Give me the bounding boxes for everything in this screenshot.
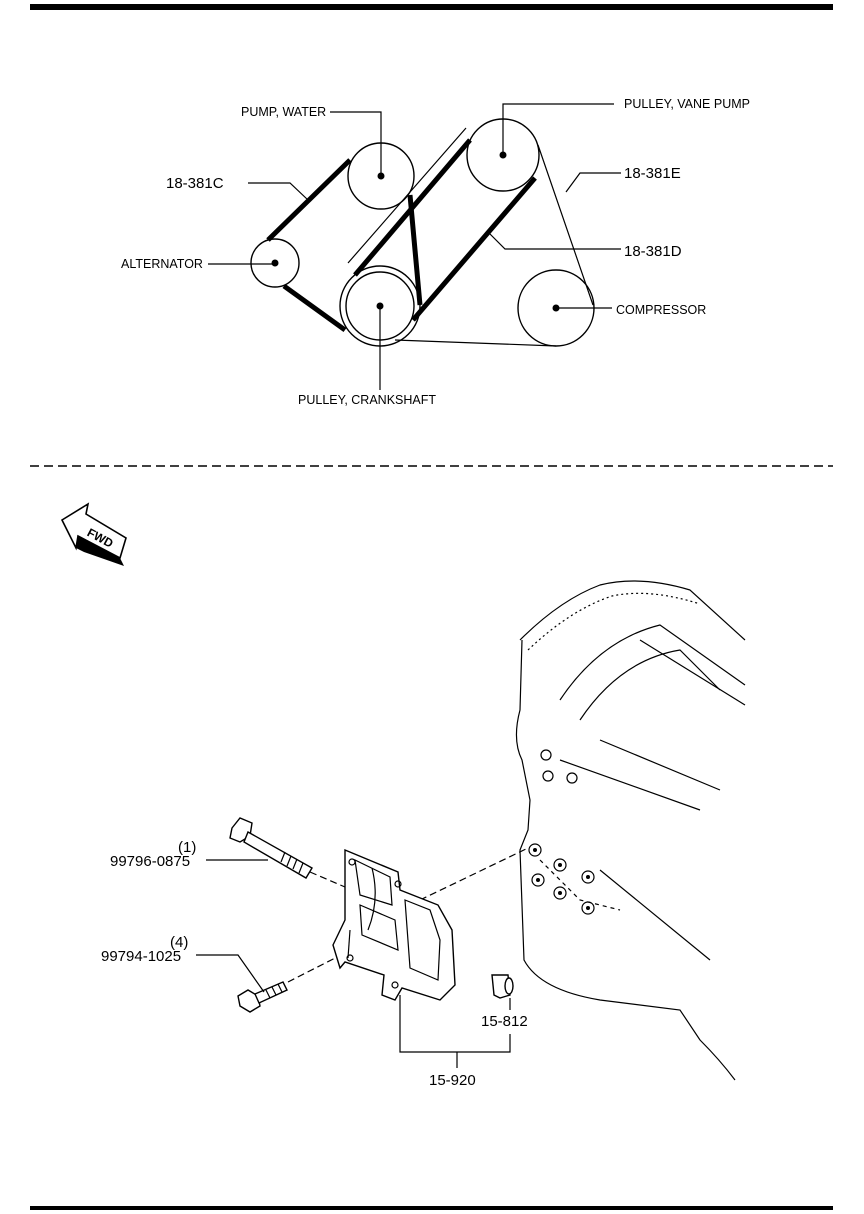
label-bolt-1-index: (1) bbox=[178, 839, 196, 856]
label-belt-18-381e: 18-381E bbox=[624, 165, 681, 182]
label-bolt-4-part-number: 99794-1025 bbox=[101, 948, 181, 965]
belt-18-381e bbox=[347, 127, 594, 347]
label-pump-water: PUMP, WATER bbox=[241, 105, 326, 119]
label-alternator: ALTERNATOR bbox=[121, 257, 203, 271]
engine-mount-holes bbox=[528, 843, 595, 915]
belt-routing-diagram: PUMP, WATER PULLEY, VANE PUMP 18-381C 18… bbox=[121, 97, 750, 407]
label-bolt-4-index: (4) bbox=[170, 934, 188, 951]
leader-18-381c bbox=[248, 182, 309, 201]
label-compressor: COMPRESSOR bbox=[616, 303, 706, 317]
label-pulley-crankshaft: PULLEY, CRANKSHAFT bbox=[298, 393, 436, 407]
bolt-99794-1025 bbox=[237, 981, 288, 1013]
belt-18-381c bbox=[266, 158, 423, 333]
label-bolt-1-part-number: 99796-0875 bbox=[110, 853, 190, 870]
label-belt-18-381c: 18-381C bbox=[166, 175, 224, 192]
bottom-rule bbox=[30, 1206, 833, 1210]
bracket-15-920 bbox=[332, 848, 456, 1001]
label-dowel-part-number: 15-812 bbox=[481, 1013, 528, 1030]
leader-18-381d bbox=[487, 231, 621, 250]
label-pulley-vane-pump: PULLEY, VANE PUMP bbox=[624, 97, 750, 111]
leader-pump-water bbox=[330, 111, 382, 176]
dowel-15-812 bbox=[491, 974, 514, 999]
bolt-99796-0875 bbox=[229, 817, 313, 879]
label-belt-18-381d: 18-381D bbox=[624, 243, 682, 260]
engine-block-outline bbox=[515, 580, 746, 1081]
fwd-arrow-icon: FWD bbox=[60, 502, 127, 566]
label-bracket-part-number: 15-920 bbox=[429, 1072, 476, 1089]
alignment-line-middle bbox=[419, 847, 529, 901]
alternator-hub bbox=[271, 259, 279, 267]
leader-vane-pump bbox=[502, 103, 614, 155]
leader-bracket bbox=[399, 995, 511, 1068]
leader-bolt-4 bbox=[196, 954, 265, 993]
leader-18-381e bbox=[565, 172, 621, 193]
top-rule bbox=[30, 4, 833, 10]
belt-18-381d bbox=[353, 138, 537, 322]
bracket-installation-diagram: FWD bbox=[60, 502, 746, 1089]
